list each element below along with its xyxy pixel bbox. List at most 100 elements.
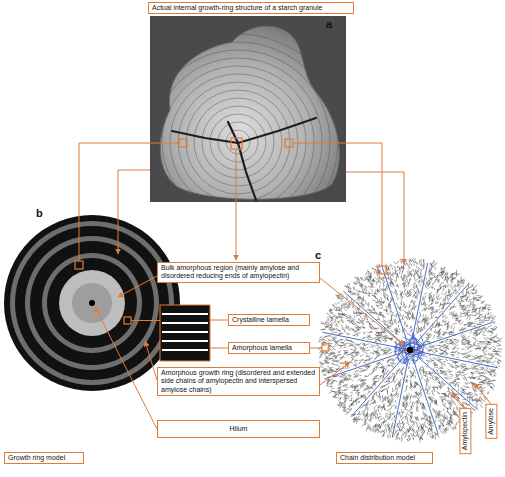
amylopectin-branch (376, 392, 377, 396)
amylopectin-branch (335, 368, 337, 369)
amylopectin-branch (367, 331, 369, 333)
amylopectin-branch (425, 372, 428, 375)
amylopectin-branch (329, 368, 332, 369)
amylopectin-branch (330, 330, 334, 331)
amylopectin-branch (405, 386, 407, 388)
amylopectin-branch (321, 342, 324, 343)
amylopectin-branch (447, 416, 448, 421)
amylopectin-branch (425, 356, 427, 359)
amylopectin-branch (371, 327, 373, 329)
amylopectin-branch (421, 376, 423, 380)
amylopectin-branch (395, 405, 396, 408)
amylopectin-branch (423, 375, 427, 376)
amylopectin-branch (409, 438, 411, 441)
amylopectin-branch (330, 370, 333, 371)
amylopectin-branch (355, 327, 359, 329)
amylopectin-branch (319, 353, 322, 356)
amylopectin-branch (438, 417, 440, 418)
amylopectin-branch (337, 309, 341, 311)
amylopectin-branch (347, 333, 351, 334)
amylopectin-branch (422, 432, 423, 436)
amylopectin-branch (413, 430, 414, 432)
amylopectin-branch (383, 351, 386, 352)
amylopectin-branch (402, 401, 404, 402)
amylopectin-branch (360, 396, 362, 399)
amylopectin-branch (366, 355, 370, 358)
amylopectin-branch (333, 304, 335, 307)
amylopectin-branch (381, 391, 383, 392)
amylopectin-branch (493, 370, 496, 371)
amylopectin-branch (468, 393, 470, 395)
amylopectin-branch (432, 432, 433, 434)
amylopectin-branch (337, 351, 338, 352)
amylopectin-branch (359, 368, 363, 370)
amylopectin-branch (325, 322, 327, 326)
amylopectin-branch (483, 390, 485, 392)
growth-ring-model (4, 215, 180, 391)
amylopectin-branch (373, 428, 375, 431)
amylopectin-branch (364, 316, 367, 319)
amylopectin-branch (443, 408, 444, 411)
amylopectin-branch (413, 395, 415, 398)
amylopectin-branch (417, 432, 418, 436)
crystalline-ring (4, 215, 180, 391)
amylopectin-branch (339, 388, 340, 392)
amylopectin-branch (392, 388, 393, 391)
amylopectin-branch (429, 397, 432, 398)
amylopectin-branch (340, 379, 343, 381)
amylopectin-branch (346, 317, 348, 319)
amylopectin-branch (377, 396, 379, 397)
amylopectin-branch (398, 382, 399, 386)
amylopectin-branch (491, 380, 495, 382)
amylopectin-branch (363, 379, 366, 381)
amylopectin-branch (411, 375, 413, 378)
amylopectin-branch (377, 413, 378, 416)
amylopectin-branch (406, 409, 407, 411)
amylopectin-branch (332, 346, 335, 347)
amylopectin-branch (370, 352, 374, 353)
amylopectin-branch (384, 388, 387, 390)
amylopectin-branch (471, 372, 473, 375)
amylopectin-branch (321, 329, 325, 330)
amylopectin-branch (435, 403, 438, 405)
amylopectin-branch (367, 318, 368, 320)
amylopectin-branch (376, 348, 380, 349)
amylopectin-branch (342, 314, 345, 315)
amylopectin-branch (434, 386, 438, 388)
amylopectin-branch (428, 430, 430, 432)
amylopectin-branch (405, 416, 406, 420)
amylopectin-branch (319, 351, 321, 353)
amylopectin-branch (360, 395, 364, 396)
amylopectin-branch (473, 388, 475, 391)
amylopectin-branch (359, 414, 362, 415)
amylopectin-branch (345, 309, 347, 312)
amylopectin-branch (389, 398, 390, 400)
amylopectin-branch (397, 396, 398, 398)
amylopectin-branch (429, 385, 431, 387)
amylopectin-branch (329, 311, 333, 313)
amylopectin-branch (388, 370, 389, 372)
amylopectin-branch (378, 405, 380, 408)
amylopectin-branch (455, 379, 460, 380)
amylopectin-branch (354, 334, 357, 336)
amylopectin-branch (398, 325, 399, 327)
amylopectin-branch (340, 381, 343, 385)
amylopectin-branch (344, 350, 348, 351)
amylopectin-branch (478, 379, 482, 381)
amylopectin-branch (378, 334, 381, 335)
amylopectin-branch (362, 425, 365, 426)
amylopectin-branch (332, 356, 337, 357)
amylopectin-branch (458, 374, 461, 375)
amylopectin-branch (327, 340, 330, 342)
zoom-marker (75, 261, 83, 269)
amylopectin-branch (336, 328, 340, 331)
amylopectin-branch (455, 384, 456, 387)
amylopectin-branch (404, 409, 406, 411)
amylopectin-branch (463, 370, 466, 372)
amylopectin-branch (326, 313, 329, 314)
amylopectin-branch (428, 397, 431, 399)
amylopectin-branch (363, 343, 366, 346)
amylopectin-branch (448, 403, 451, 405)
amylopectin-branch (365, 376, 367, 377)
amylopectin-branch (390, 400, 393, 402)
